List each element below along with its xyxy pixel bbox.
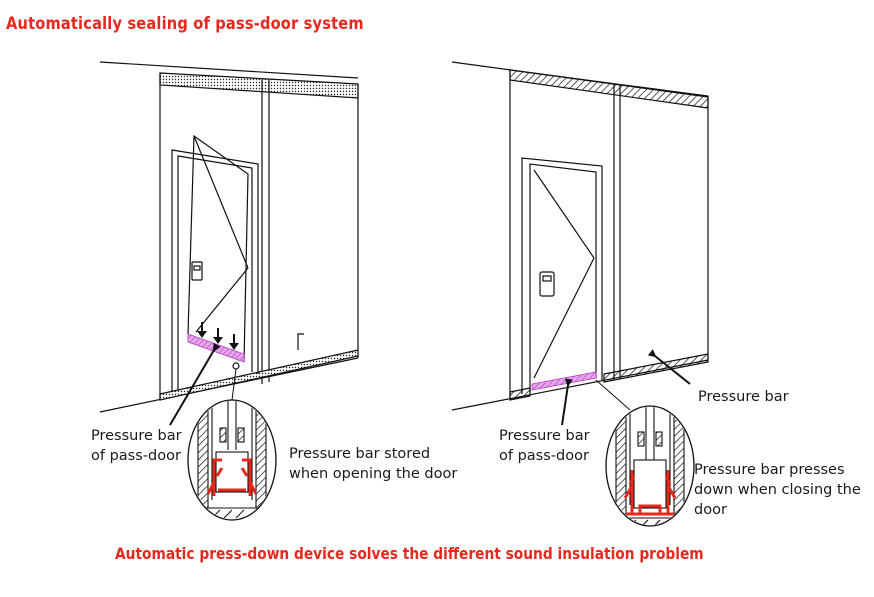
footer-caption: Automatic press-down device solves the d… bbox=[115, 544, 704, 563]
page-title: Automatically sealing of pass-door syste… bbox=[6, 14, 364, 34]
label-line: of pass-door bbox=[499, 448, 589, 464]
label-line: Pressure bar bbox=[499, 428, 590, 444]
label-line: down when closing the bbox=[694, 482, 861, 498]
label-pressure-bar-presses: Pressure bar presses down when closing t… bbox=[694, 460, 861, 520]
label-pressure-bar-stored: Pressure bar stored when opening the doo… bbox=[289, 444, 457, 484]
label-pressure-bar-pass-door-right: Pressure bar of pass-door bbox=[499, 426, 590, 466]
right-room-drawing bbox=[451, 61, 709, 411]
label-line: when opening the door bbox=[289, 466, 458, 482]
label-line: door bbox=[694, 502, 727, 518]
label-pressure-bar-pass-door-left: Pressure bar of pass-door bbox=[91, 426, 182, 466]
label-line: Pressure bar bbox=[91, 428, 182, 444]
label-pressure-bar-right: Pressure bar bbox=[698, 389, 789, 405]
left-room-drawing bbox=[99, 61, 359, 413]
label-line: of pass-door bbox=[91, 448, 181, 464]
label-line: Pressure bar presses bbox=[694, 462, 845, 478]
right-detail-section bbox=[605, 405, 695, 527]
label-line: Pressure bar stored bbox=[289, 446, 431, 462]
left-detail-section bbox=[187, 399, 277, 521]
